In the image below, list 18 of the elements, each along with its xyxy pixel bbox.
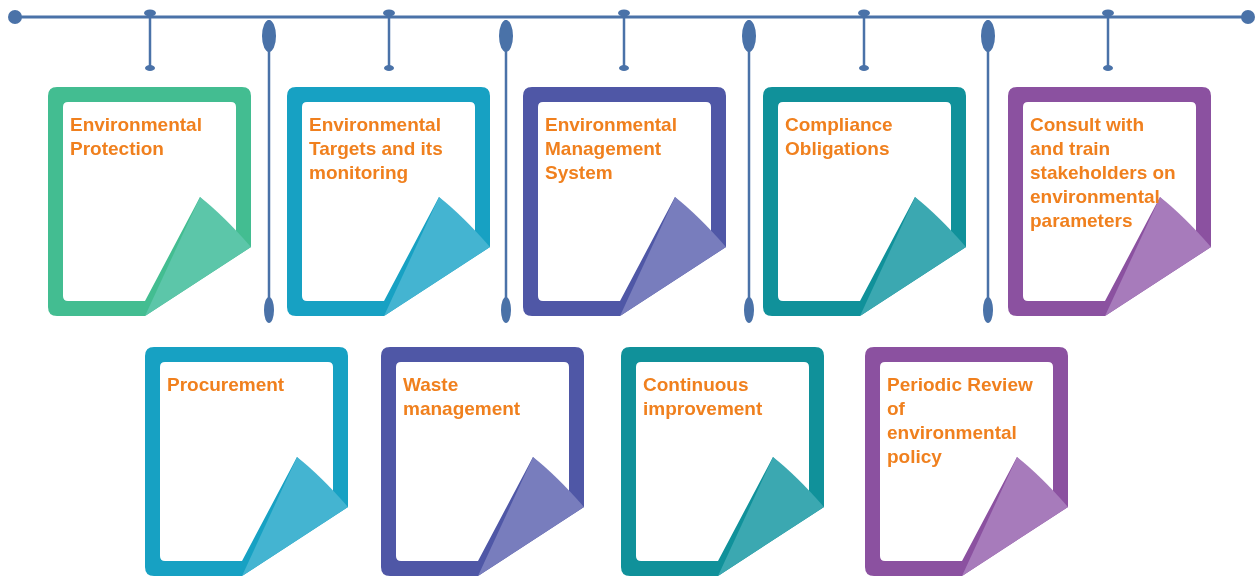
card-title: Continuous improvement (643, 373, 764, 421)
card-title: Environmental Management System (545, 113, 678, 185)
card-title: Periodic Review of environmental policy (887, 373, 1034, 469)
note-card (287, 87, 490, 316)
card-title: Compliance Obligations (785, 113, 894, 161)
note-card (48, 87, 251, 316)
note-card (1008, 87, 1211, 316)
card-title: Procurement (167, 373, 286, 397)
note-card (145, 347, 348, 576)
card-title: Waste management (403, 373, 522, 421)
card-title: Consult with and train stakeholders on environmental parameters (1030, 113, 1177, 233)
note-card (381, 347, 584, 576)
note-card (621, 347, 824, 576)
note-card (523, 87, 726, 316)
note-card (763, 87, 966, 316)
card-title: Environmental Targets and its monitoring (309, 113, 444, 185)
card-title: Environmental Protection (70, 113, 203, 161)
note-card (865, 347, 1068, 576)
